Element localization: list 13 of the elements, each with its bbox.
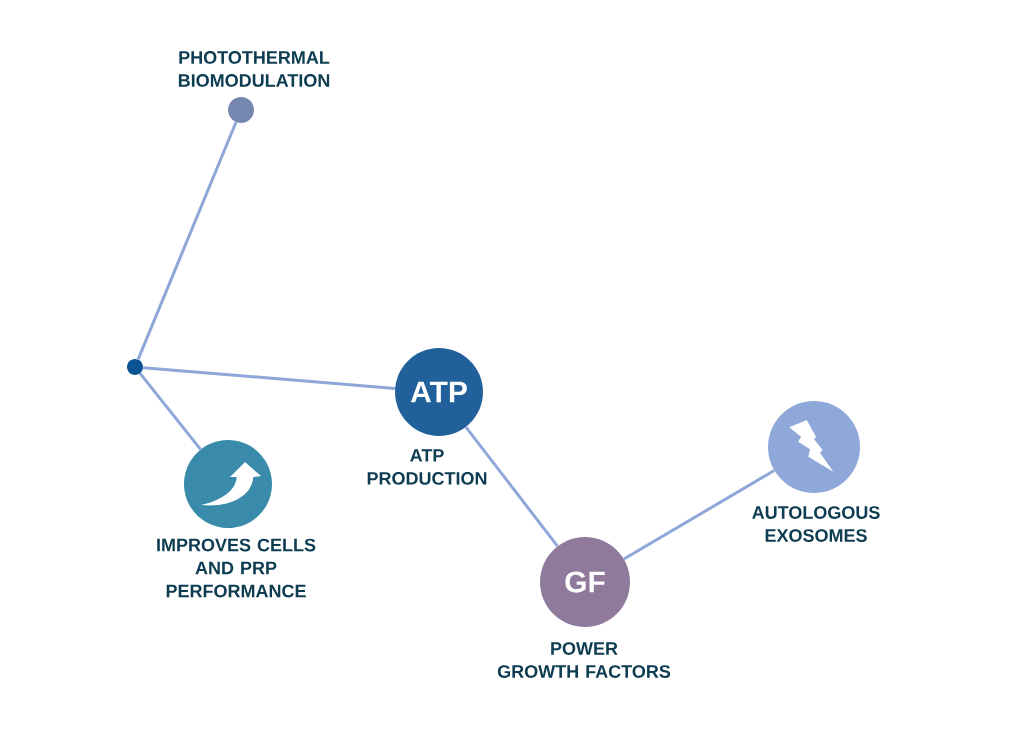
icon-circle — [768, 401, 860, 493]
dot — [228, 97, 254, 123]
node-caption: ATP PRODUCTION — [367, 449, 487, 485]
connector-line — [136, 121, 238, 360]
connector-line — [138, 372, 202, 451]
node-caption: AUTOLOGOUS EXOSOMES — [752, 506, 880, 542]
node-caption: IMPROVES CELLS AND PRP PERFORMANCE — [157, 538, 316, 598]
connector-line — [464, 426, 559, 548]
node-caption: POWER GROWTH FACTORS — [497, 642, 671, 678]
connector-line — [143, 366, 396, 390]
junction-dot — [127, 359, 143, 375]
connector-line — [623, 469, 775, 561]
node-caption: PHOTOTHERMAL BIOMODULATION — [178, 51, 330, 87]
